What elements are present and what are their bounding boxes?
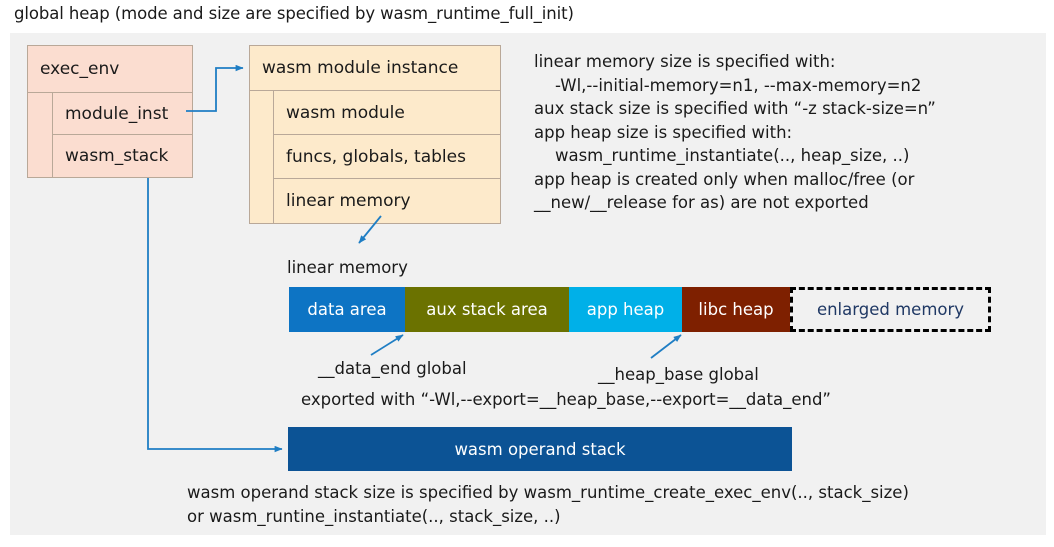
module-instance-row-wasm-module: wasm module: [273, 90, 501, 135]
linear-memory-bar-label: linear memory: [287, 258, 408, 277]
memory-segment-aux-stack-area: aux stack area: [405, 287, 569, 332]
memory-segment-data-area: data area: [289, 287, 405, 332]
exec-env-row-wasm-stack: wasm_stack: [52, 134, 193, 178]
wasm-operand-stack-box: wasm operand stack: [288, 427, 792, 471]
heap-base-annotation: __heap_base global: [598, 365, 759, 384]
memory-size-notes: linear memory size is specified with: -W…: [534, 52, 936, 212]
module-instance-row-funcs-globals-tables: funcs, globals, tables: [273, 134, 501, 179]
exec-env-header: exec_env: [27, 45, 193, 93]
data-end-annotation: __data_end global: [318, 359, 467, 378]
page-title: global heap (mode and size are specified…: [14, 4, 574, 23]
memory-segment-app-heap: app heap: [569, 287, 682, 332]
operand-stack-note: wasm operand stack size is specified by …: [187, 483, 909, 526]
module-instance-row-linear-memory: linear memory: [273, 178, 501, 224]
memory-segment-libc-heap: libc heap: [682, 287, 790, 332]
exec-env-row-module-inst: module_inst: [52, 92, 193, 135]
module-instance-header: wasm module instance: [249, 45, 501, 91]
export-flags-note: exported with “-Wl,--export=__heap_base,…: [301, 390, 831, 409]
memory-segment-enlarged-memory: enlarged memory: [790, 287, 991, 332]
linear-memory-bar: data area aux stack area app heap libc h…: [289, 287, 991, 332]
